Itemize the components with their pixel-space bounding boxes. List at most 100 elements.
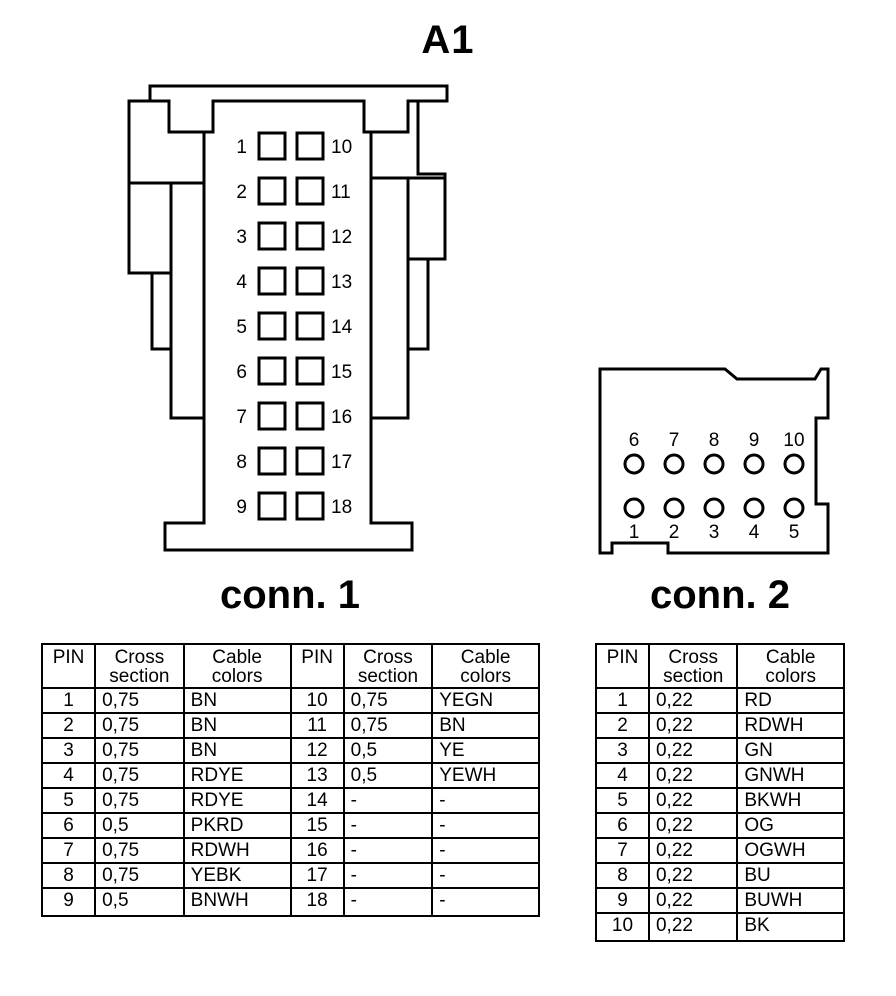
conn1-pin-number: 3 — [236, 227, 247, 248]
cell-cable-color: RDYE — [182, 762, 292, 789]
cell-cable-color: - — [431, 837, 540, 864]
cell-pin: 5 — [40, 787, 97, 814]
cell-cable-color: BN — [182, 712, 292, 739]
cell-pin: 4 — [40, 762, 97, 789]
cell-cable-color: OG — [736, 812, 845, 839]
conn2-pin-number: 4 — [749, 522, 760, 543]
cell-pin: 6 — [40, 812, 97, 839]
header-cross-section: Cross section — [94, 643, 185, 689]
conn1-pin-cavity — [295, 176, 325, 206]
cell-cross-section: 0,75 — [94, 862, 185, 889]
cell-cross-section: - — [342, 837, 434, 864]
conn1-pin-number: 5 — [236, 317, 247, 338]
cell-cross-section: 0,22 — [647, 837, 739, 864]
header-pin: PIN — [40, 643, 97, 689]
conn2-pin-hole — [783, 453, 805, 475]
header-pin: PIN — [595, 643, 650, 689]
conn1-pin-number: 14 — [331, 317, 353, 338]
cell-cable-color: BN — [431, 712, 540, 739]
header-cross-section: Cross section — [342, 643, 434, 689]
cell-cross-section: 0,75 — [94, 787, 185, 814]
cell-pin: 14 — [289, 787, 345, 814]
cell-pin: 13 — [289, 762, 345, 789]
cell-pin: 1 — [40, 687, 97, 714]
cell-cable-color: BU — [736, 862, 845, 889]
conn1-pin-number: 1 — [236, 137, 247, 158]
conn1-pin-cavity — [295, 221, 325, 251]
conn1-pin-number: 2 — [236, 182, 247, 203]
conn2-housing-outline — [598, 367, 830, 555]
cell-cross-section: 0,22 — [647, 737, 739, 764]
page-title: A1 — [421, 18, 475, 62]
cell-cable-color: - — [431, 812, 540, 839]
conn1-pin-table: PIN Cross section Cable colors PIN Cross… — [40, 643, 540, 917]
conn2-title: conn. 2 — [649, 573, 791, 617]
conn2-pin-number: 9 — [749, 430, 760, 451]
cell-cross-section: 0,75 — [94, 762, 185, 789]
cell-cable-color: YEGN — [431, 687, 540, 714]
conn1-pin-cavity — [295, 401, 325, 431]
cell-cross-section: 0,75 — [342, 687, 434, 714]
cell-cable-color: YE — [431, 737, 540, 764]
conn1-pin-number: 17 — [331, 452, 352, 473]
conn2-pin-hole — [743, 497, 765, 519]
cell-pin: 5 — [595, 787, 650, 814]
cell-cable-color: PKRD — [182, 812, 292, 839]
cell-cable-color: - — [431, 862, 540, 889]
conn1-pin-cavity — [257, 356, 287, 386]
cell-cable-color: YEWH — [431, 762, 540, 789]
conn2-pin-number: 3 — [709, 522, 720, 543]
conn1-pin-cavity — [257, 266, 287, 296]
conn1-pin-number: 9 — [236, 497, 247, 518]
conn1-left-flange — [129, 181, 204, 349]
cell-cable-color: BN — [182, 687, 292, 714]
conn2-pin-hole — [623, 497, 645, 519]
cell-pin: 16 — [289, 837, 345, 864]
conn1-pin-cavity — [257, 176, 287, 206]
cell-pin: 4 — [595, 762, 650, 789]
header-pin: PIN — [289, 643, 345, 689]
conn1-pin-number: 7 — [236, 407, 247, 428]
cell-pin: 6 — [595, 812, 650, 839]
cell-cross-section: 0,22 — [647, 687, 739, 714]
conn1-top-tab — [150, 99, 418, 134]
cell-cable-color: BUWH — [736, 887, 845, 914]
cell-cable-color: BN — [182, 737, 292, 764]
conn1-pin-cavity — [257, 221, 287, 251]
conn1-pin-cavity — [295, 266, 325, 296]
conn1-pin-number: 15 — [331, 362, 352, 383]
conn1-pin-number: 10 — [331, 137, 352, 158]
cell-cable-color: RDYE — [182, 787, 292, 814]
cell-cross-section: 0,22 — [647, 887, 739, 914]
cell-cross-section: 0,22 — [647, 912, 739, 942]
conn2-pin-hole — [663, 497, 685, 519]
cell-cross-section: 0,22 — [647, 712, 739, 739]
conn2-pin-number: 2 — [669, 522, 680, 543]
cell-pin: 9 — [595, 887, 650, 914]
conn1-pin-cavity — [295, 356, 325, 386]
conn1-pin-cavity — [257, 131, 287, 161]
cell-pin: 1 — [595, 687, 650, 714]
cell-cross-section: 0,22 — [647, 812, 739, 839]
cell-pin: 10 — [289, 687, 345, 714]
cell-cable-color: BNWH — [182, 887, 292, 917]
cell-cross-section: 0,22 — [647, 787, 739, 814]
cell-pin: 7 — [40, 837, 97, 864]
conn1-pin-cavity — [257, 401, 287, 431]
cell-cross-section: 0,75 — [342, 712, 434, 739]
cell-cross-section: - — [342, 787, 434, 814]
conn2-pin-number: 5 — [789, 522, 800, 543]
cell-cable-color: RDWH — [182, 837, 292, 864]
